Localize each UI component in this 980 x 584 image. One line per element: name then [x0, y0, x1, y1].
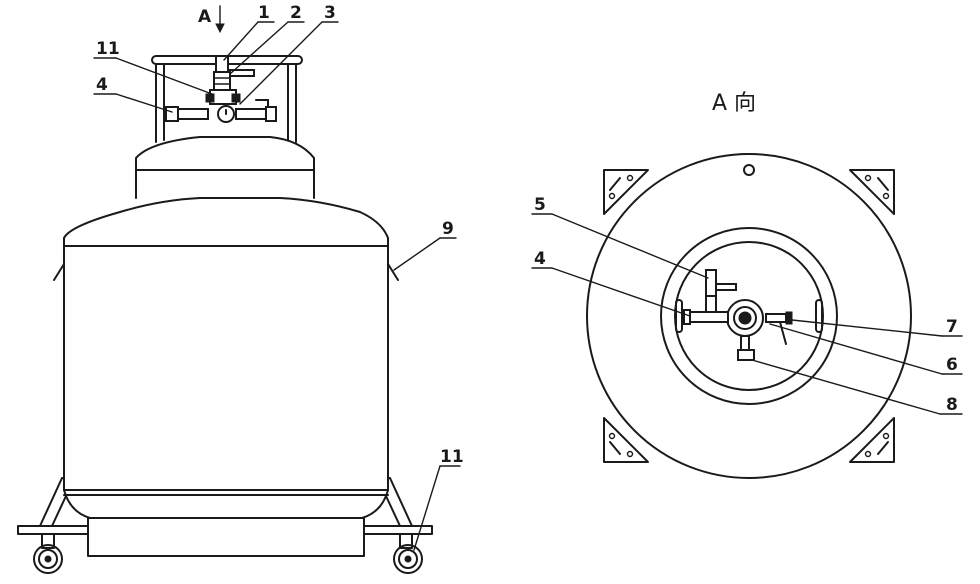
callout-2: 2 [290, 3, 302, 23]
callout-8: 8 [946, 395, 958, 415]
callout-9: 9 [442, 219, 454, 239]
callout-5: 5 [534, 195, 546, 215]
top-valve-assembly [683, 269, 793, 361]
callout-4-top: 4 [534, 249, 546, 269]
tank-body [63, 197, 389, 491]
top-view-title: A 向 [712, 91, 756, 116]
callout-3: 3 [324, 3, 336, 23]
corner-bracket-tl [603, 169, 649, 215]
callout-6: 6 [946, 355, 958, 375]
callout-1: 1 [258, 3, 270, 23]
callout-11-bottom: 11 [440, 447, 464, 467]
right-lug [387, 263, 399, 281]
left-lug [53, 263, 65, 281]
corner-bracket-tr [849, 169, 895, 215]
side-leaders [93, 21, 461, 551]
left-handle-slot [675, 299, 683, 333]
top-port [743, 164, 755, 176]
trolley-base [17, 477, 433, 557]
top-leaders [531, 213, 963, 415]
neck-outer-ring [660, 227, 838, 405]
callout-7: 7 [946, 317, 958, 337]
side-view: A 1 2 3 11 4 9 11 [17, 3, 464, 574]
right-handle-slot [815, 299, 823, 333]
left-caster [33, 544, 63, 574]
valve-assembly [165, 55, 277, 123]
tank-neck [135, 136, 315, 199]
view-arrow-head [215, 23, 225, 34]
corner-bracket-bl [603, 417, 649, 463]
right-caster [393, 544, 423, 574]
corner-bracket-br [849, 417, 895, 463]
callout-11-top: 11 [96, 39, 120, 59]
view-arrow-label: A [198, 7, 212, 27]
top-view: A 向 [531, 91, 963, 479]
callout-4-side: 4 [96, 75, 108, 95]
